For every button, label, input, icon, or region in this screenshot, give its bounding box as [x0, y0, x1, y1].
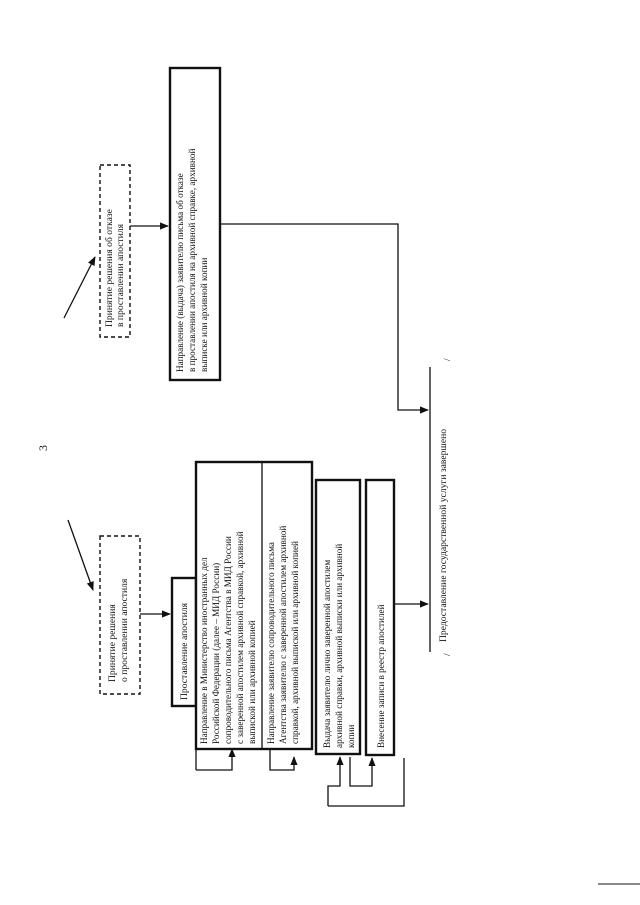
completion-text: Предоставление государственной услуги за…	[438, 429, 449, 642]
apostille-title-box	[170, 576, 198, 708]
connector-issue-to-registry	[349, 757, 376, 787]
apostille-actions-box	[194, 460, 314, 751]
refusal-to-completion-connector	[220, 223, 429, 414]
arrow-to-refusal-decision	[63, 256, 96, 319]
refusal-letter-text: Направление (выдача) заявителю письма об…	[175, 146, 209, 372]
refusal-decision-box	[99, 164, 131, 338]
personal-issue-text: Выдача заявителю лично заверенной апости…	[322, 541, 356, 748]
page-number: 3	[36, 445, 50, 451]
completion-mark-bottom: /	[442, 653, 453, 656]
cover-letter-text: Направление заявителю сопроводительного …	[266, 523, 300, 744]
connector-to-personal-issue	[327, 756, 344, 806]
refusal-letter-box	[168, 66, 222, 382]
registry-entry-box	[364, 478, 396, 757]
completion-mark-top: /	[442, 358, 453, 361]
connector-bottom-return	[328, 758, 405, 807]
arrow-to-apostille-decision	[67, 519, 94, 591]
apostille-decision-text: Принятие решения о проставлении апостиля	[107, 578, 130, 682]
refusal-decision-text: Принятие решения об отказе в проставлени…	[104, 207, 126, 327]
personal-issue-box	[314, 478, 362, 756]
connector-mfa-to-cover	[196, 748, 236, 771]
apostille-decision-box	[99, 535, 141, 695]
mfa-sending-text: Направление в Министерство иностранных д…	[199, 529, 257, 744]
connector-cover-down	[269, 749, 298, 771]
registry-entry-text: Внесение записи в реестр апостилей	[376, 604, 386, 748]
apostille-title-text: Проставление апостиля	[179, 602, 190, 700]
